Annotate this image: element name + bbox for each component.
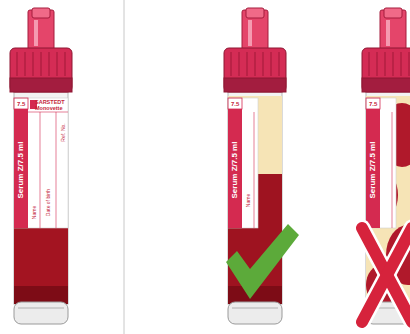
cap-rib	[270, 52, 271, 76]
label-sticker	[228, 98, 258, 228]
cap-rib	[376, 52, 377, 76]
volume-number: 7.5	[231, 101, 239, 107]
label-red-band	[14, 109, 28, 228]
volume-number: 7.5	[369, 101, 377, 107]
label-rule	[28, 112, 68, 113]
tube-label: 7.5Serum Z/7.5 ml	[366, 98, 396, 228]
cap-rib	[56, 52, 57, 76]
label-number-box	[366, 98, 380, 109]
cap-ring	[362, 78, 410, 92]
volume-number: 7.5	[17, 101, 25, 107]
tube-body	[14, 88, 68, 304]
cross-stroke	[362, 228, 410, 322]
plunger-highlight	[248, 20, 252, 46]
plunger-highlight	[386, 20, 390, 46]
cap-rib	[24, 52, 25, 76]
plunger-top	[32, 8, 50, 18]
label-rule	[56, 112, 57, 228]
label-text: Serum Z/7.5 ml	[369, 142, 377, 199]
cap-rib	[278, 52, 279, 76]
tube-bottom	[228, 302, 282, 324]
label-sticker	[366, 98, 396, 228]
cross-mark	[362, 228, 410, 322]
label-number-box	[228, 98, 242, 109]
screw-cap	[224, 48, 286, 92]
blood-fill	[14, 222, 68, 304]
tube-bottom-line	[18, 308, 64, 309]
plunger-top	[246, 8, 264, 18]
tube-contents	[14, 222, 68, 304]
label-text: Date of birth	[46, 188, 51, 215]
cap-rib	[246, 52, 247, 76]
screw-cap	[362, 48, 410, 92]
cap-rib	[40, 52, 41, 76]
tube-label: 7.5 SARSTEDT MonovetteSerum Z/7.5 ml Ref. …	[14, 98, 68, 228]
divider-line	[124, 0, 125, 334]
plunger-top	[384, 8, 402, 18]
cap-rib	[48, 52, 49, 76]
label-text: Name	[246, 193, 251, 206]
label-text: Name	[32, 205, 37, 218]
cap-rib	[392, 52, 393, 76]
cap-ring	[10, 78, 72, 92]
cap-rib	[254, 52, 255, 76]
blood-tube	[362, 8, 410, 324]
cap-rib	[32, 52, 33, 76]
cross-stroke	[362, 228, 410, 322]
label-text: SARSTEDT Monovette	[35, 100, 67, 112]
label-rule	[254, 112, 255, 228]
label-rule	[40, 112, 41, 228]
cap-rib	[368, 52, 369, 76]
label-rule	[392, 112, 393, 228]
screw-cap	[10, 48, 72, 92]
label-number-box	[14, 98, 28, 109]
cap-rib	[408, 52, 409, 76]
check-mark	[226, 224, 299, 299]
label-sticker	[14, 98, 68, 228]
tube-bottom	[14, 302, 68, 324]
cap-rib	[238, 52, 239, 76]
cap-rib	[384, 52, 385, 76]
cross-outline	[362, 228, 410, 322]
label-red-band	[366, 109, 380, 228]
blood-dark	[14, 286, 68, 304]
label-text: Serum Z/7.5 ml	[231, 142, 239, 199]
label-text: Ref. No.	[61, 123, 66, 141]
cap-rib	[400, 52, 401, 76]
cap-ring	[224, 78, 286, 92]
tube-label: 7.5Serum Z/7.5 ml Name	[228, 98, 258, 228]
cap-rib	[262, 52, 263, 76]
label-text: Serum Z/7.5 ml	[17, 142, 25, 199]
tube-bottom-line	[232, 308, 278, 309]
cap-rib	[230, 52, 231, 76]
plunger-highlight	[34, 20, 38, 46]
cross-outline	[362, 228, 410, 322]
cap-rib	[16, 52, 17, 76]
label-red-band	[228, 109, 242, 228]
cap-rib	[64, 52, 65, 76]
blood-tube	[10, 8, 72, 324]
